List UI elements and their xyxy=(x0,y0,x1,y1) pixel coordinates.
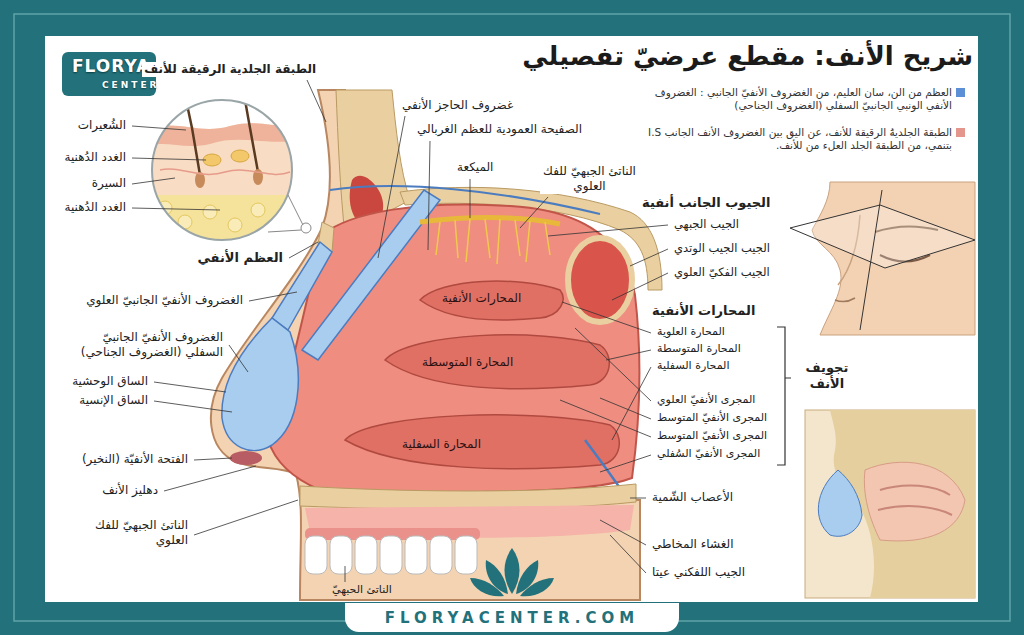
lotus-logo xyxy=(470,548,554,596)
part-label: الفتحة الأنفيّة (النخير) xyxy=(80,452,190,467)
head-section xyxy=(355,536,377,574)
head-section xyxy=(302,190,440,360)
part-label: غضروف الحاجز الأنفي xyxy=(400,98,515,113)
skin-inset xyxy=(228,218,242,232)
legend-entry: العظم من الن، سان العليم، من الغضروف الأ… xyxy=(642,86,952,112)
heading-label: تجويف الأنف xyxy=(795,360,859,393)
footer-tab: FLORYACENTER.COM xyxy=(345,603,679,632)
part-label: الناتئ الجبهيّ للفك العلوي xyxy=(540,164,639,194)
face-orientation xyxy=(835,298,855,302)
head-section xyxy=(230,451,262,465)
head-section xyxy=(385,335,609,389)
skin-inset xyxy=(273,217,287,231)
part-label: الميكعة xyxy=(455,160,495,175)
legend-text: العظم من الن، سان العليم، من الغضروف الأ… xyxy=(642,86,952,112)
part-label: الغدد الدُهنية xyxy=(62,150,128,165)
head-section xyxy=(211,90,640,600)
skin-inset xyxy=(150,95,311,245)
sagittal-inset xyxy=(878,485,952,515)
skin-inset xyxy=(152,100,292,240)
part-label: المحارة العلوية xyxy=(655,325,727,339)
face-orientation xyxy=(860,190,882,330)
part-label: الناتئ الجبهيّ للفك العلوي xyxy=(86,518,190,548)
frame xyxy=(14,14,1010,621)
part-label: المجرى الأنفيّ العلوي xyxy=(655,393,757,407)
head-section xyxy=(405,536,427,574)
lotus-logo xyxy=(520,578,554,596)
legend-swatch xyxy=(956,128,965,137)
sagittal-inset xyxy=(864,462,965,541)
heading-label: المحارات الأنفية xyxy=(650,303,757,319)
head-section xyxy=(345,415,619,469)
part-label: المجرى الأنفيّ المتوسط xyxy=(655,411,769,425)
part-label: السيرة xyxy=(90,176,128,191)
part-label: الشُعيرات xyxy=(76,118,128,133)
head-section xyxy=(436,219,550,264)
skin-inset xyxy=(251,203,265,217)
head-section xyxy=(430,536,452,574)
part-label: المجرى الأنفيّ السُفلي xyxy=(655,447,762,461)
head-section xyxy=(420,218,560,224)
lotus-logo xyxy=(505,548,520,594)
part-label: الجيب الجبهي xyxy=(672,217,741,231)
skin-inset xyxy=(150,95,295,245)
part-label: الناتئ الحبهيّ xyxy=(330,583,394,597)
head-section xyxy=(420,281,563,320)
skin-inset xyxy=(150,123,295,146)
legend-text: الطبقة الجلديةُ الرقيقة للأنف، عن اليق ب… xyxy=(642,126,952,152)
skin-inset xyxy=(150,98,295,129)
part-label: الصفيحة العمودية للعظم الغربالي xyxy=(415,122,584,137)
face-orientation xyxy=(790,182,975,335)
logo-text: CENTER xyxy=(100,80,162,91)
frame xyxy=(45,36,978,602)
head-section xyxy=(222,318,298,451)
part-label: الغدد الدُهنية xyxy=(62,200,128,215)
sagittal-inset xyxy=(818,470,862,536)
lotus-logo xyxy=(470,578,504,596)
legend-entry: الطبقة الجلديةُ الرقيقة للأنف، عن اليق ب… xyxy=(642,126,952,152)
part-label: الجيب الجيب الوتدي xyxy=(672,241,772,255)
part-label: الغشاء المخاطي xyxy=(650,537,735,552)
sagittal-inset xyxy=(805,410,975,598)
head-section xyxy=(455,536,477,574)
heading-label: العظم الأنفي xyxy=(195,250,285,266)
skin-inset xyxy=(231,150,249,162)
part-label: الغضروف الأنفيّ الجانبيّ العلوي xyxy=(84,293,245,308)
heading-label: الجيوب الجانب أنفية xyxy=(640,195,772,211)
skin-inset xyxy=(160,169,290,174)
skin-inset xyxy=(203,205,217,219)
url-text: FLORYACENTER.COM xyxy=(385,609,639,627)
head-section xyxy=(305,536,327,574)
part-label: الساق الوحشية xyxy=(70,374,150,389)
skin-inset xyxy=(268,195,303,232)
part-label: الجيب الفكيّ العلوي xyxy=(672,265,772,279)
title: شريح الأنف: مقطع عرضيّ تفصيلي xyxy=(520,40,975,73)
face-orientation xyxy=(790,205,975,268)
part-label: المحارة المتوسطة xyxy=(420,355,515,370)
head-section xyxy=(380,536,402,574)
heading-label: الطبقة الجلدية الرقيقة للأنف xyxy=(142,62,318,77)
skin-inset xyxy=(245,100,258,172)
part-label: الأعصاب الشّمية xyxy=(650,490,735,505)
part-label: المحارة المتوسطة xyxy=(655,342,743,356)
part-label: الساق الإنسية xyxy=(77,393,150,408)
part-label: الغضروف الأنفيّ الجانبيّ السفلي (الغضروف… xyxy=(71,330,225,360)
head-section xyxy=(330,536,352,574)
part-label: دهليز الأنف xyxy=(100,483,160,498)
part-label: الجيب اللفكني عيتا xyxy=(650,565,747,580)
skin-inset xyxy=(301,223,311,233)
cavity-bracket xyxy=(777,327,791,465)
legend-swatch xyxy=(956,88,965,97)
part-label: المحارة السفلية xyxy=(400,437,483,452)
head-section xyxy=(568,238,632,322)
part-label: المجرى الأنفيّ المتوسط xyxy=(655,429,769,443)
logo-text: FLORYA xyxy=(70,56,152,77)
sagittal-inset xyxy=(805,410,975,598)
head-section xyxy=(211,90,662,600)
part-label: المحارة السفلية xyxy=(655,359,731,373)
part-label: المحارات الأنفية xyxy=(440,291,523,306)
